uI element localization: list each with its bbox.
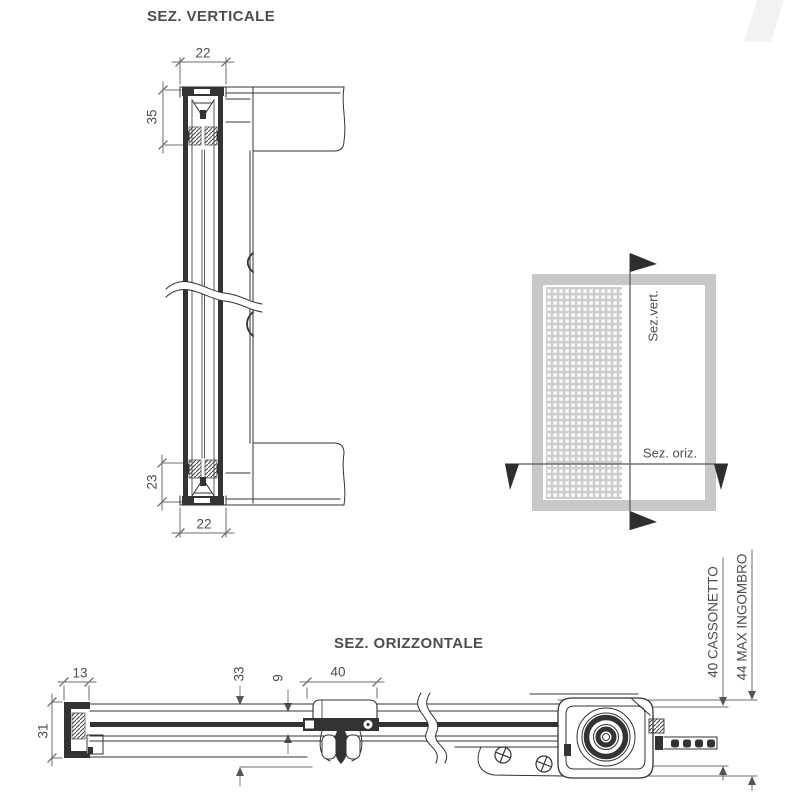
section-cut-arrow (505, 464, 519, 490)
horizontal-section-drawing (47, 549, 758, 791)
screw-icon (535, 755, 553, 773)
dim-channel-height: 31 (35, 723, 51, 739)
mesh-panel (546, 287, 622, 499)
vertical-section-drawing (157, 57, 346, 538)
horizontal-cut-label: Sez. oriz. (642, 445, 698, 461)
dim-handle-height: 33 (231, 666, 247, 682)
horizontal-section-title: SEZ. ORIZZONTALE (334, 635, 484, 652)
dim-rail-height: 9 (270, 674, 286, 682)
dim-bottom-height: 23 (144, 474, 160, 490)
plan-view-drawing (505, 253, 728, 530)
dim-cassette-label: 40 CASSONETTO (705, 566, 721, 678)
dim-top-width: 22 (195, 45, 211, 61)
section-cut-arrow (630, 511, 657, 530)
vertical-cut-label: Sez.vert. (645, 290, 661, 342)
corner-band (744, 0, 784, 42)
dim-channel-depth: 13 (72, 665, 88, 681)
dim-handle-width: 40 (330, 664, 346, 680)
dim-max-envelope-label: 44 MAX INGOMBRO (734, 553, 750, 681)
vertical-section-title: SEZ. VERTICALE (147, 8, 276, 25)
screw-icon (494, 746, 512, 764)
roller-spring-icon (576, 707, 636, 767)
dim-top-height: 35 (144, 109, 160, 125)
section-cut-arrow (714, 464, 728, 490)
dim-bottom-width: 22 (196, 516, 212, 532)
section-cut-arrow (630, 253, 657, 272)
